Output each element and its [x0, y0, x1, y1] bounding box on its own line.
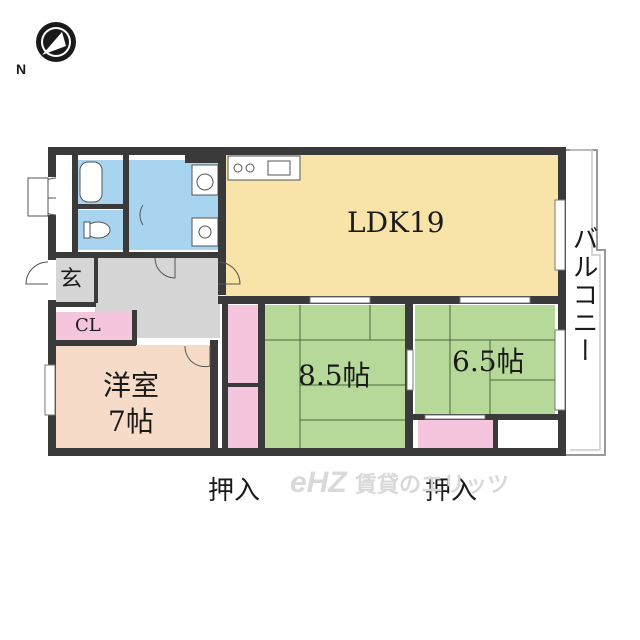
doors	[25, 177, 241, 368]
toilet-icon	[83, 221, 111, 239]
oshiire-a-floor	[227, 305, 260, 448]
sink-icon	[191, 217, 219, 247]
entrance-floor	[56, 258, 94, 302]
oshiire-a-label: 押入	[208, 476, 261, 506]
watermark-text: 賃貸のエリッツ	[355, 472, 510, 497]
japanese-room-a-label: 8.5帖	[298, 359, 371, 392]
bathtub-icon	[79, 161, 103, 203]
north-label: N	[16, 61, 27, 77]
tatami-lines	[265, 305, 555, 448]
western-room-size: 7帖	[108, 405, 154, 438]
washer-icon	[191, 164, 219, 196]
closet-label: CL	[75, 315, 101, 336]
japanese-a-floor	[265, 305, 405, 448]
japanese-room-b-label: 6.5帖	[452, 345, 525, 378]
western-floor	[56, 345, 216, 448]
balcony	[565, 149, 606, 456]
oshiire-b-label: 押入	[425, 476, 478, 506]
watermark-brand: eHZ	[290, 466, 347, 499]
oshiire-b-floor	[418, 420, 493, 448]
japanese-b-floor	[415, 305, 555, 415]
kitchen-counter	[227, 155, 301, 181]
closet-floor	[56, 312, 132, 342]
balcony-label: バルコニー	[568, 225, 598, 365]
compass-icon	[36, 22, 76, 62]
entrance-label: 玄	[60, 267, 83, 292]
windows	[44, 199, 566, 420]
western-room-label: 洋室	[103, 369, 160, 402]
ldk-label: LDK19	[347, 206, 445, 239]
watermark-logo: eHZ 賃貸のエリッツ	[290, 468, 509, 498]
